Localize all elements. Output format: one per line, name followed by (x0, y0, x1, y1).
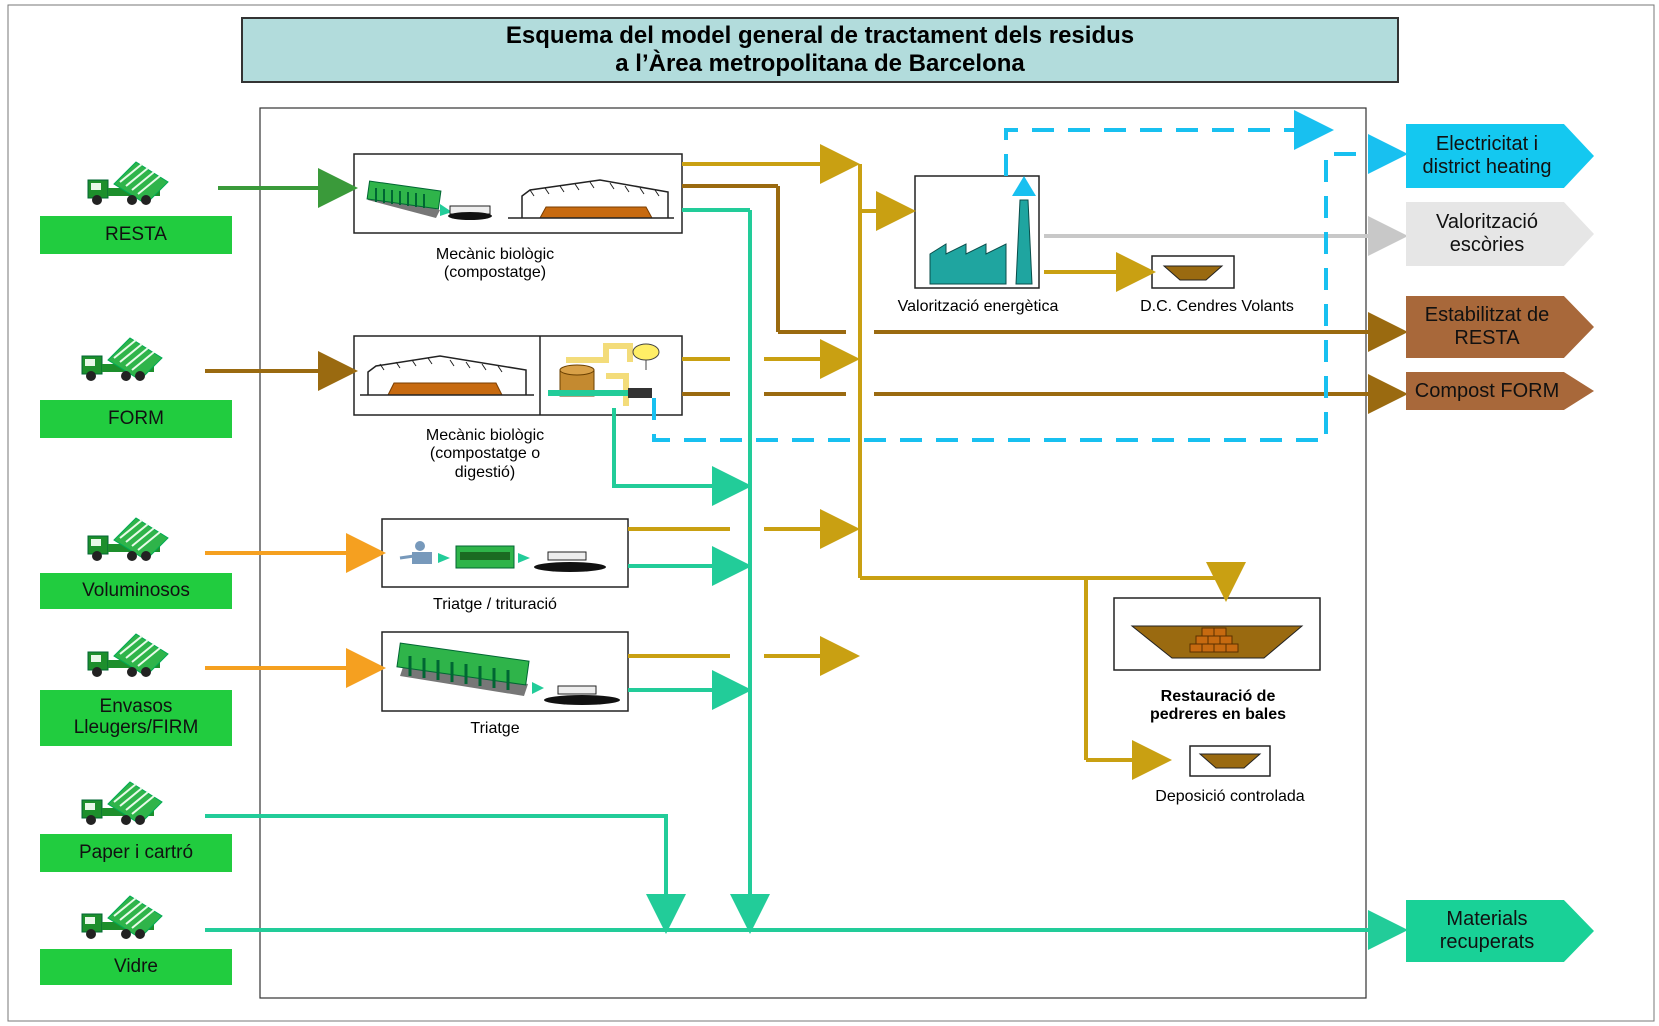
controlled-landfill-box (1189, 745, 1271, 777)
sorting-box (381, 631, 629, 712)
label-mb1: Mecànic biològic (compostatge) (435, 246, 555, 282)
title-line-2: a l’Àrea metropolitana de Barcelona (615, 50, 1025, 77)
source-form: FORM (40, 400, 232, 438)
output-compost-form: Compost FORM (1406, 372, 1594, 410)
label-mb2: Mecànic biològic (compostatge o digestió… (425, 427, 545, 481)
loader-icon (448, 205, 492, 220)
truck-icon (87, 517, 169, 562)
flow-stabilised-brown (682, 184, 1408, 414)
truck-icon (81, 337, 163, 382)
label-controlled-landfill: Deposició controlada (1155, 788, 1305, 805)
output-stabilised-resta: Estabilitzat de RESTA (1406, 296, 1594, 358)
digester-icon (548, 343, 660, 406)
source-resta: RESTA (40, 216, 232, 254)
trommel-icon (366, 180, 442, 218)
truck-icon (81, 895, 163, 940)
label-fly-ash: D.C. Cendres Volants (1140, 298, 1294, 315)
output-slag: Valorització escòries (1406, 202, 1594, 266)
quarry-restoration-box (1113, 597, 1321, 671)
source-voluminosos: Voluminosos (40, 573, 232, 609)
page-frame (7, 4, 1655, 1022)
output-electricity: Electricitat i district heating (1406, 124, 1594, 188)
loader-icon (534, 551, 606, 572)
loader-icon (544, 685, 620, 705)
source-paper: Paper i cartró (40, 834, 232, 872)
compost-hall-icon (508, 179, 674, 219)
bales-icon (1189, 627, 1239, 653)
truck-icon (81, 781, 163, 826)
source-envasos: Envasos Lleugers/FIRM (40, 690, 232, 746)
flow-energy-blue-dashed (652, 110, 1408, 442)
landfill-icon (1198, 753, 1262, 769)
worker-icon (399, 541, 432, 564)
flow-recovered-teal (205, 208, 1408, 950)
energy-recovery-box (914, 175, 1040, 289)
title-line-1: Esquema del model general de tractament … (505, 22, 1135, 50)
compost-hall-icon (360, 355, 534, 396)
label-quarry-restoration: Restauració de pedreres en bales (1149, 688, 1287, 724)
source-vidre: Vidre (40, 949, 232, 985)
sorting-shredding-box (381, 518, 629, 588)
mb2-process-box (353, 335, 683, 416)
truck-icon (87, 161, 169, 206)
fly-ash-landfill-box (1151, 255, 1235, 289)
output-recovered-materials: Materials recuperats (1406, 900, 1594, 962)
label-energy-recovery: Valorització energètica (897, 298, 1059, 315)
trommel-icon (396, 642, 530, 696)
factory-icon (929, 176, 1036, 285)
truck-icon (87, 633, 169, 678)
mb1-process-box (353, 153, 683, 234)
diagram-title: Esquema del model general de tractament … (241, 17, 1399, 83)
flow-rejects-gold (628, 144, 1246, 780)
landfill-icon (1162, 265, 1224, 281)
label-sorting-shredding: Triatge / trituració (433, 596, 557, 613)
label-sorting: Triatge (470, 720, 520, 737)
